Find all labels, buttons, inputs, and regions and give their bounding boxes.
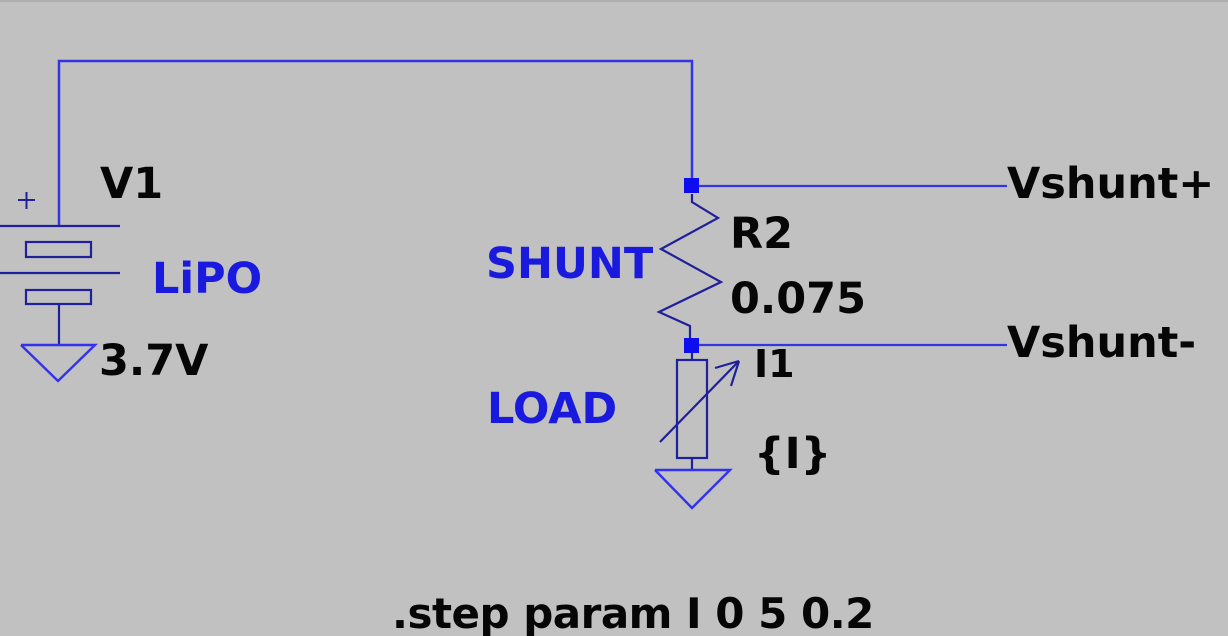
battery-symbol[interactable] [0, 224, 120, 344]
resistor-designator[interactable]: R2 [730, 209, 794, 259]
comment-shunt[interactable]: SHUNT [486, 239, 654, 289]
plus-polarity-icon [18, 192, 35, 209]
junction-dot[interactable] [684, 178, 699, 193]
junction-dot[interactable] [684, 338, 699, 353]
battery-value[interactable]: 3.7V [99, 336, 209, 386]
ground-icon[interactable] [20, 343, 98, 383]
current-source-symbol[interactable] [659, 353, 741, 470]
resistor-symbol[interactable] [656, 194, 724, 340]
battery-designator[interactable]: V1 [100, 159, 164, 209]
wire-battery-to-resistor[interactable] [57, 59, 694, 226]
spice-directive[interactable]: .step param I 0 5 0.2 [392, 589, 874, 636]
comment-battery[interactable]: LiPO [152, 254, 263, 304]
ground-icon[interactable] [654, 468, 733, 510]
resistor-value[interactable]: 0.075 [730, 274, 867, 324]
net-label-vshunt-plus[interactable]: Vshunt+ [1007, 159, 1215, 209]
window-top-edge [0, 0, 1228, 2]
current-source-designator[interactable]: I1 [754, 342, 795, 386]
comment-load[interactable]: LOAD [487, 384, 618, 434]
current-source-value[interactable]: {I} [754, 429, 832, 479]
net-label-vshunt-minus[interactable]: Vshunt- [1007, 318, 1197, 368]
